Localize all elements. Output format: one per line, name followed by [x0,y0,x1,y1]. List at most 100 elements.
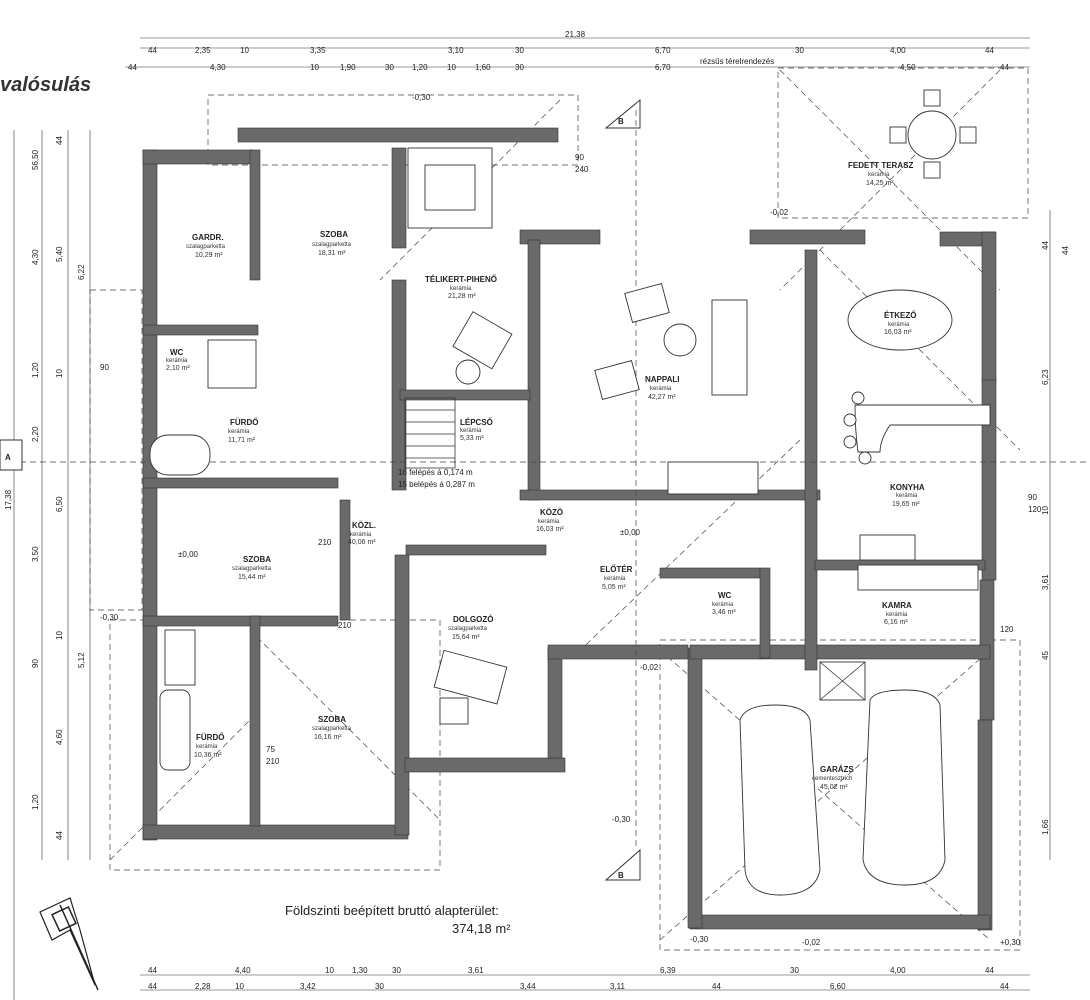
room-telikert: TÉLIKERT-PIHENŐ kerámia 21,28 m² [425,275,497,300]
dim-top2-9: 30 [515,63,524,72]
dim-bot2-6: 3,44 [520,982,536,991]
room-szoba-3: SZOBA szalagparketta 16,16 m² [312,715,352,741]
section-b-label-bottom: B [618,871,624,880]
dim-left-13: 90 [31,659,40,668]
svg-text:szalagparketta: szalagparketta [232,566,272,572]
svg-text:kerámia: kerámia [228,429,250,435]
svg-text:kerámia: kerámia [886,612,908,618]
svg-text:GARDR.: GARDR. [192,233,224,242]
level-mark: -0,30 [612,815,631,824]
svg-text:kerámia: kerámia [650,386,672,392]
opening-label: 120 [1028,505,1042,514]
svg-text:11,71 m²: 11,71 m² [228,437,256,444]
svg-text:TÉLIKERT-PIHENŐ: TÉLIKERT-PIHENŐ [425,275,497,284]
svg-text:KAMRA: KAMRA [882,601,912,610]
room-garazs: GARÁZS cementesztrich 45,02 m² [812,765,854,791]
svg-text:15,44 m²: 15,44 m² [238,574,266,581]
room-szoba-2: SZOBA szalagparketta 15,44 m² [232,555,272,581]
opening-label: 240 [575,165,589,174]
svg-text:szalagparketta: szalagparketta [312,242,352,248]
dim-top2-4: 1,90 [340,63,356,72]
room-szoba-1: SZOBA szalagparketta 18,31 m² [312,230,352,257]
dim-bot-1: 44 [148,966,157,975]
dim-left-1: 44 [55,136,64,145]
dim-bot-7: 6,39 [660,966,676,975]
svg-text:KONYHA: KONYHA [890,483,925,492]
svg-text:kerámia: kerámia [460,428,482,434]
opening-label: 90 [1028,493,1037,502]
svg-text:FEDETT TERASZ: FEDETT TERASZ [848,161,913,170]
dim-left-10: 3,50 [31,546,40,562]
level-mark: -0,02 [640,663,659,672]
level-mark: -0,30 [690,935,709,944]
svg-text:NAPPALI: NAPPALI [645,375,680,384]
svg-text:LÉPCSŐ: LÉPCSŐ [460,418,493,427]
dim-right-4: 3,61 [1041,574,1050,590]
opening-label: 120 [1000,625,1014,634]
dim-bot-6: 3,61 [468,966,484,975]
dim-top-6: 30 [515,46,524,55]
svg-text:kerámia: kerámia [712,602,734,608]
svg-text:SZOBA: SZOBA [318,715,346,724]
parapet-note: rézsűs térelrendezés [700,57,774,66]
dim-top2-5: 30 [385,63,394,72]
room-nappali: NAPPALI kerámia 42,27 m² [645,375,680,401]
svg-text:szalagparketta: szalagparketta [448,626,488,632]
svg-text:SZOBA: SZOBA [320,230,348,239]
dim-left-8: 2,20 [31,426,40,442]
svg-text:14,25 m²: 14,25 m² [866,180,894,187]
room-kozl: KÖZL. kerámia 40,06 m² [348,521,376,546]
svg-text:2,10 m²: 2,10 m² [166,365,190,372]
dim-top2-6: 1,20 [412,63,428,72]
svg-text:FÜRDŐ: FÜRDŐ [196,733,224,742]
svg-text:16,16 m²: 16,16 m² [314,734,342,741]
opening-label: 90 [100,363,109,372]
dim-top2-11: 4,50 [900,63,916,72]
dim-right-6: 1,66 [1041,819,1050,835]
svg-text:kerámia: kerámia [538,519,560,525]
svg-text:KÖZÖ: KÖZÖ [540,508,563,517]
level-mark: -0,02 [770,208,789,217]
room-fedett-terasz: FEDETT TERASZ kerámia 14,25 m² [848,161,913,187]
dim-top2-10: 6,70 [655,63,671,72]
room-eloter: ELŐTÉR kerámia 5,05 m² [600,565,633,591]
room-lepcso: LÉPCSŐ kerámia 5,33 m² [460,418,493,442]
dim-bot-8: 30 [790,966,799,975]
svg-text:6,16 m²: 6,16 m² [884,619,908,626]
level-mark: ±0,00 [620,528,641,537]
level-mark: -0,30 [100,613,119,622]
room-dolgozo: DOLGOZÓ szalagparketta 15,64 m² [448,615,493,641]
svg-text:10,29 m²: 10,29 m² [195,252,223,259]
svg-text:FÜRDŐ: FÜRDŐ [230,418,258,427]
room-wc-2: WC kerámia 3,46 m² [712,591,736,616]
dim-bot2-8: 44 [712,982,721,991]
svg-text:kerámia: kerámia [450,286,472,292]
right-dimension-chain: 44 6,23 10 3,61 45 1,66 44 [1041,210,1070,860]
dim-top2-2: 4,30 [210,63,226,72]
svg-text:GARÁZS: GARÁZS [820,765,854,774]
svg-text:kerámia: kerámia [868,172,890,178]
opening-labels: 90 240 90 210 90 120 75 210 120 210 [100,153,1042,766]
dim-left-7: 10 [55,369,64,378]
dim-left-9: 6,50 [55,496,64,512]
bottom-dimension-chain: 44 4,40 10 1,30 30 3,61 6,39 30 4,00 44 … [140,966,1030,991]
svg-text:kerámia: kerámia [350,532,372,538]
svg-text:15,64 m²: 15,64 m² [452,634,480,641]
level-marks: ±0,00 ±0,00 -0,02 -0,02 -0,30 -0,30 -0,3… [100,93,1021,947]
walls [142,127,997,931]
dim-left-6: 1,20 [31,362,40,378]
level-mark: +0,30 [1000,938,1021,947]
dim-right-2: 6,23 [1041,369,1050,385]
svg-text:szalagparketta: szalagparketta [312,726,352,732]
dim-top2-12: 44 [1000,63,1009,72]
north-arrow-icon [39,897,99,991]
svg-text:21,28 m²: 21,28 m² [448,293,476,300]
svg-text:kerámia: kerámia [896,493,918,499]
level-mark: -0,30 [412,93,431,102]
dim-top-2: 2,35 [195,46,211,55]
dim-left-4: 5,40 [55,246,64,262]
dim-top2-8: 1,60 [475,63,491,72]
dim-bot2-2: 2,28 [195,982,211,991]
dim-left-2: 56,50 [31,149,40,170]
